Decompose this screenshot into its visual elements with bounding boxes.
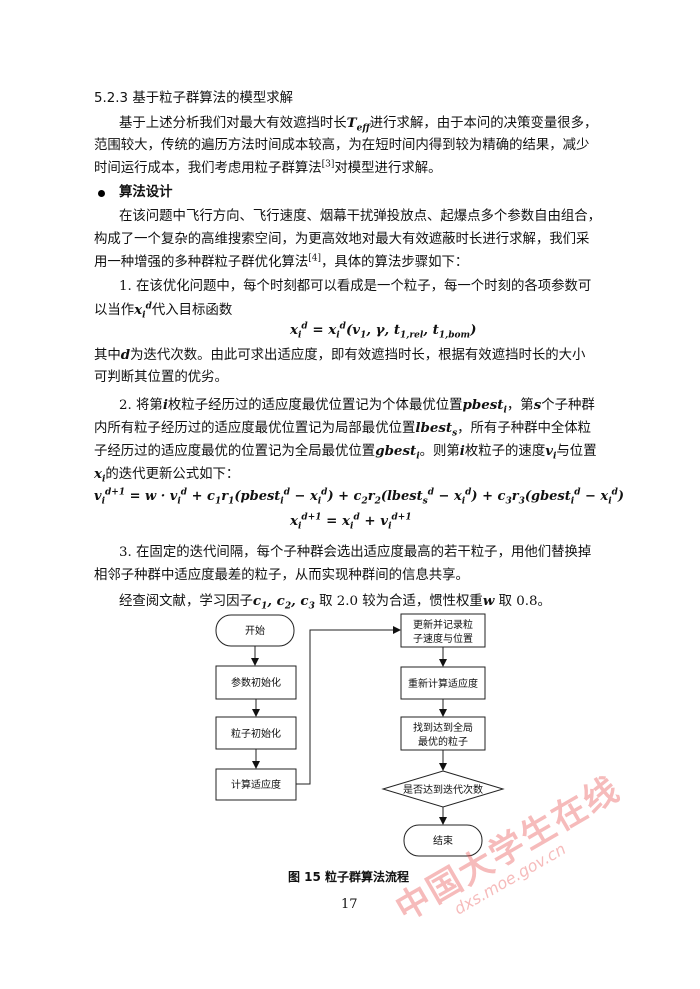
section-number: 5.2.3 <box>94 91 129 106</box>
step2-line-4: xi的迭代更新公式如下： <box>94 465 239 484</box>
var-T-eff: Teff <box>346 115 370 134</box>
step2-line-1: 2. 将第i枚粒子经历过的适应度最优位置记为个体最优位置pbesti，第s个子种… <box>119 396 595 415</box>
step2-line-3: 子经历过的适应度最优的位置记为全局最优位置gbesti。则第i枚粒子的速度vi与… <box>94 442 597 461</box>
step1-line-3: 其中d为迭代次数。由此可求出适应度，即有效遮挡时长，根据有效遮挡时长的大小 <box>94 346 585 365</box>
update-label-2: 子速度与位置 <box>413 632 473 645</box>
decision-label: 是否达到迭代次数 <box>403 783 483 796</box>
design-line-1: 在该问题中飞行方向、飞行速度、烟幕干扰弹投放点、起爆点多个参数自由组合， <box>119 209 602 224</box>
intro-text: 基于上述分析我们对最大有效遮挡时长 <box>119 116 347 131</box>
page-number: 17 <box>341 897 358 912</box>
step2-text: ，第 <box>506 398 534 413</box>
step1-text: 为迭代次数。由此可求出适应度，即有效遮挡时长，根据有效遮挡时长的大小 <box>130 348 586 363</box>
var-gbest: gbesti <box>375 443 420 462</box>
design-text: ，具体的算法步骤如下： <box>321 255 469 270</box>
var-i: i <box>162 397 168 413</box>
section-heading: 5.2.3 基于粒子群算法的模型求解 <box>94 90 293 108</box>
params-text: 经查阅文献，学习因子 <box>119 594 253 609</box>
param-init-node <box>215 665 297 700</box>
intro-line-1: 基于上述分析我们对最大有效遮挡时长Teff进行求解，由于本问的决策变量很多， <box>119 114 597 133</box>
var-x-i-d: xid <box>134 301 152 321</box>
update-node <box>400 613 486 648</box>
step1-text: 其中 <box>94 348 121 363</box>
objective-equation: xid = xid(v1, γ, t1,rel, t1,bom) <box>290 321 477 341</box>
step1-text: 以当作 <box>94 303 135 318</box>
step3-line-2: 相邻子种群中适应度最差的粒子，从而实现种群间的信息共享。 <box>94 568 469 583</box>
design-line-2: 构成了一个复杂的高维搜索空间，为更高效地对最大有效遮蔽时长进行求解，我们采 <box>94 232 590 247</box>
var-x-i: xi <box>94 466 106 485</box>
var-pbest: pbesti <box>462 397 507 416</box>
step2-text: 2. 将第 <box>119 398 163 413</box>
design-line-3: 用一种增强的多种群粒子群优化算法[4]，具体的算法步骤如下： <box>94 254 468 272</box>
design-text: 用一种增强的多种群粒子群优化算法 <box>94 255 309 270</box>
params-line: 经查阅文献，学习因子c1, c2, c3 取 2.0 较为合适，惯性权重w 取 … <box>119 592 551 611</box>
step2-text: ，所有子种群中全体粒 <box>457 421 592 436</box>
section-title: 基于粒子群算法的模型求解 <box>132 91 294 106</box>
figure-caption: 图 15 粒子群算法流程 <box>288 870 410 884</box>
param-init-label: 参数初始化 <box>231 676 281 689</box>
particle-init-node <box>215 716 297 750</box>
intro-text: 进行求解，由于本问的决策变量很多， <box>369 116 598 131</box>
intro-line-3: 时间运行成本，我们考虑用粒子群算法[3]对模型进行求解。 <box>94 160 442 178</box>
var-v-i: vi <box>545 443 557 462</box>
step1-line-4: 可判断其位置的优劣。 <box>94 370 228 385</box>
step2-text: 枚粒子的速度 <box>464 444 546 459</box>
end-label: 结束 <box>433 834 453 847</box>
calc-fitness-node <box>215 768 297 801</box>
intro-text: 时间运行成本，我们考虑用粒子群算法 <box>94 161 322 176</box>
velocity-update-equation: vid+1 = w · vid + c1r1(pbestid − xid) + … <box>94 487 625 507</box>
update-label-1: 更新并记录粒 <box>413 618 473 631</box>
step2-text: 个子种群 <box>541 398 595 413</box>
var-d: d <box>120 347 131 363</box>
bullet-icon <box>98 190 105 197</box>
step1-text: 代入目标函数 <box>151 303 233 318</box>
find-best-node <box>400 716 486 751</box>
params-text: 取 0.8。 <box>498 594 551 609</box>
step2-text: 子经历过的适应度最优的位置记为全局最优位置 <box>94 444 376 459</box>
start-label: 开始 <box>245 624 265 637</box>
var-T: T <box>346 115 357 131</box>
intro-line-2: 范围较大，传统的遍历方法时间成本较高，为在短时间内得到较为精确的结果，减少 <box>94 138 590 153</box>
step1-line-2: 以当作xid代入目标函数 <box>94 301 232 320</box>
step2-text: 与位置 <box>556 444 597 459</box>
position-update-equation: xid+1 = xid + vid+1 <box>290 512 412 532</box>
step3-line-1: 3. 在固定的迭代间隔，每个子种群会选出适应度最高的若干粒子，用他们替换掉 <box>119 545 592 560</box>
recalc-node <box>400 666 486 700</box>
find-best-label-2: 最优的粒子 <box>418 735 468 748</box>
bullet-heading: 算法设计 <box>119 185 173 200</box>
step2-text: 的迭代更新公式如下： <box>105 467 240 482</box>
particle-init-label: 粒子初始化 <box>231 727 281 740</box>
step2-text: 。则第 <box>419 444 460 459</box>
var-s: s <box>533 397 542 413</box>
var-T-sub: eff <box>356 123 370 134</box>
calc-fitness-label: 计算适应度 <box>231 778 281 791</box>
var-i: i <box>459 443 465 459</box>
citation-ref: [4] <box>308 253 321 264</box>
var-c1-c2-c3: c1, c2, c3 <box>252 593 315 612</box>
step2-text: 枚粒子经历过的适应度最优位置记为个体最优位置 <box>167 398 463 413</box>
step1-line-1: 1. 在该优化问题中，每个时刻都可以看成是一个粒子，每一个时刻的各项参数可 <box>119 279 592 294</box>
find-best-label-1: 找到达到全局 <box>413 721 473 734</box>
var-lbest: lbests <box>415 420 458 439</box>
connector-arrow <box>296 626 401 785</box>
citation-ref: [3] <box>321 159 335 170</box>
step2-text: 内所有粒子经历过的适应度最优位置记为局部最优位置 <box>94 421 416 436</box>
var-w: w <box>482 593 495 609</box>
recalc-label: 重新计算适应度 <box>408 677 478 690</box>
step2-line-2: 内所有粒子经历过的适应度最优位置记为局部最优位置lbests，所有子种群中全体粒 <box>94 419 591 438</box>
end-node <box>403 824 483 857</box>
params-text: 取 2.0 较为合适，惯性权重 <box>319 594 483 609</box>
intro-text: 对模型进行求解。 <box>334 161 442 176</box>
